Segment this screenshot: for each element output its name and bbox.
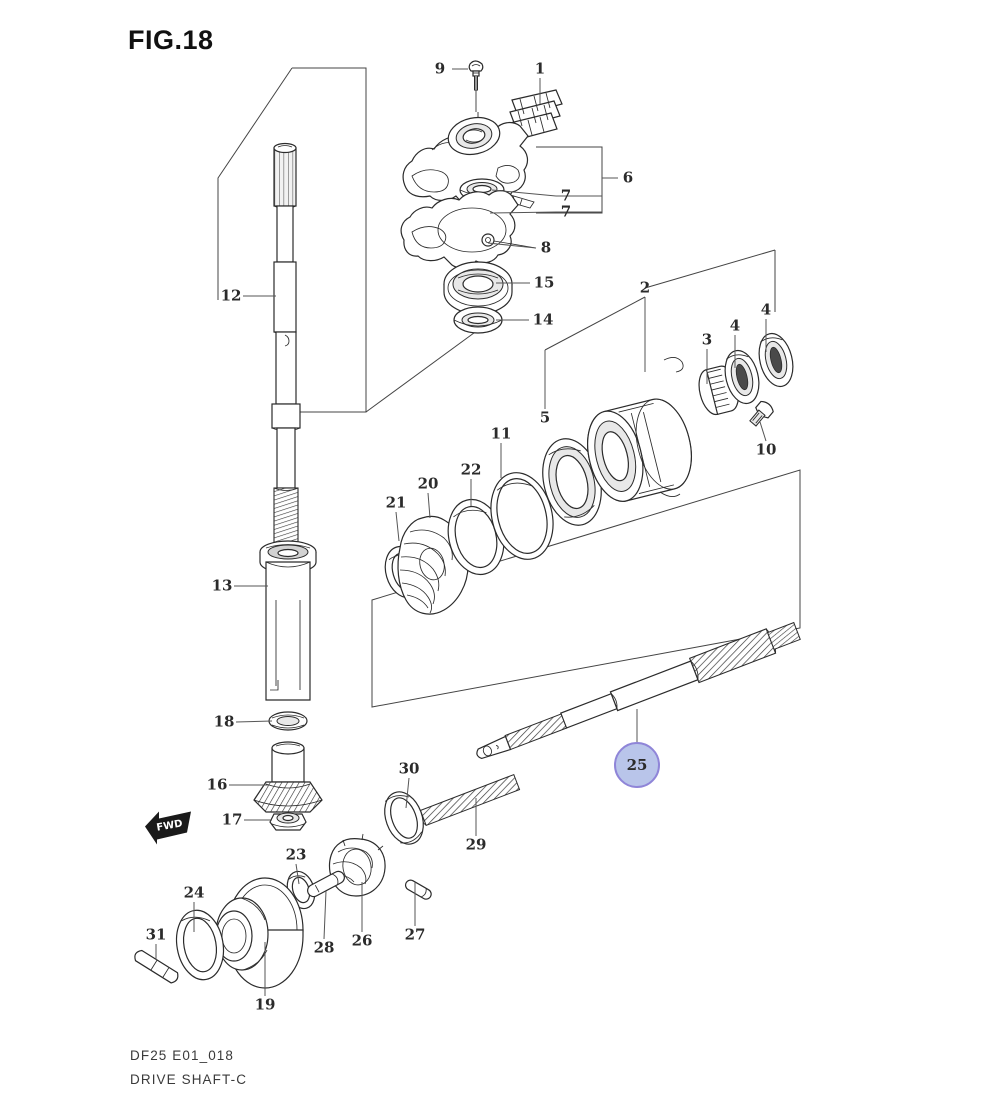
callout-22[interactable]: 22 — [460, 460, 482, 479]
callout-4[interactable]: 4 — [760, 300, 772, 319]
callout-21[interactable]: 21 — [385, 493, 407, 512]
callout-16[interactable]: 16 — [206, 775, 228, 794]
callout-28[interactable]: 28 — [313, 938, 335, 957]
callout-7[interactable]: 7 — [560, 202, 572, 221]
callout-18[interactable]: 18 — [213, 712, 235, 731]
callout-11[interactable]: 11 — [490, 424, 512, 443]
leader-line-8 — [487, 242, 537, 249]
callout-31[interactable]: 31 — [145, 925, 167, 944]
callout-17[interactable]: 17 — [221, 810, 243, 829]
leader-line-18 — [235, 720, 273, 723]
callout-bubble-25[interactable]: 25 — [614, 742, 660, 788]
callout-9[interactable]: 9 — [434, 59, 446, 78]
leader-line-10 — [759, 421, 767, 442]
fwd-label: FWD — [156, 818, 184, 833]
callout-20[interactable]: 20 — [417, 474, 439, 493]
callout-26[interactable]: 26 — [351, 931, 373, 950]
callout-23[interactable]: 23 — [285, 845, 307, 864]
callout-12[interactable]: 12 — [220, 286, 242, 305]
figure-title: FIG.18 — [128, 25, 214, 55]
leader-line-7 — [491, 189, 557, 197]
callout-14[interactable]: 14 — [532, 310, 554, 329]
callout-6[interactable]: 6 — [622, 168, 634, 187]
callout-3[interactable]: 3 — [701, 330, 713, 349]
figure-name: DRIVE SHAFT-C — [130, 1072, 248, 1087]
callout-10[interactable]: 10 — [755, 440, 777, 459]
callout-15[interactable]: 15 — [533, 273, 555, 292]
figure-code: DF25 E01_018 — [130, 1048, 235, 1063]
leader-line-21 — [395, 511, 400, 542]
leader-line-7 — [489, 211, 557, 214]
callout-1[interactable]: 1 — [534, 59, 546, 78]
fwd-direction-marker: FWD — [142, 807, 194, 850]
callout-4[interactable]: 4 — [729, 316, 741, 335]
leader-line-28 — [323, 890, 327, 940]
callout-19[interactable]: 19 — [254, 995, 276, 1014]
callout-24[interactable]: 24 — [183, 883, 205, 902]
leader-line-23 — [295, 863, 300, 885]
callout-27[interactable]: 27 — [404, 925, 426, 944]
callout-13[interactable]: 13 — [211, 576, 233, 595]
leader-line-20 — [427, 492, 431, 519]
callout-29[interactable]: 29 — [465, 835, 487, 854]
callout-30[interactable]: 30 — [398, 759, 420, 778]
callout-2[interactable]: 2 — [639, 278, 651, 297]
callout-5[interactable]: 5 — [539, 408, 551, 427]
leader-line-30 — [405, 777, 410, 809]
callout-8[interactable]: 8 — [540, 238, 552, 257]
callout-7[interactable]: 7 — [560, 186, 572, 205]
